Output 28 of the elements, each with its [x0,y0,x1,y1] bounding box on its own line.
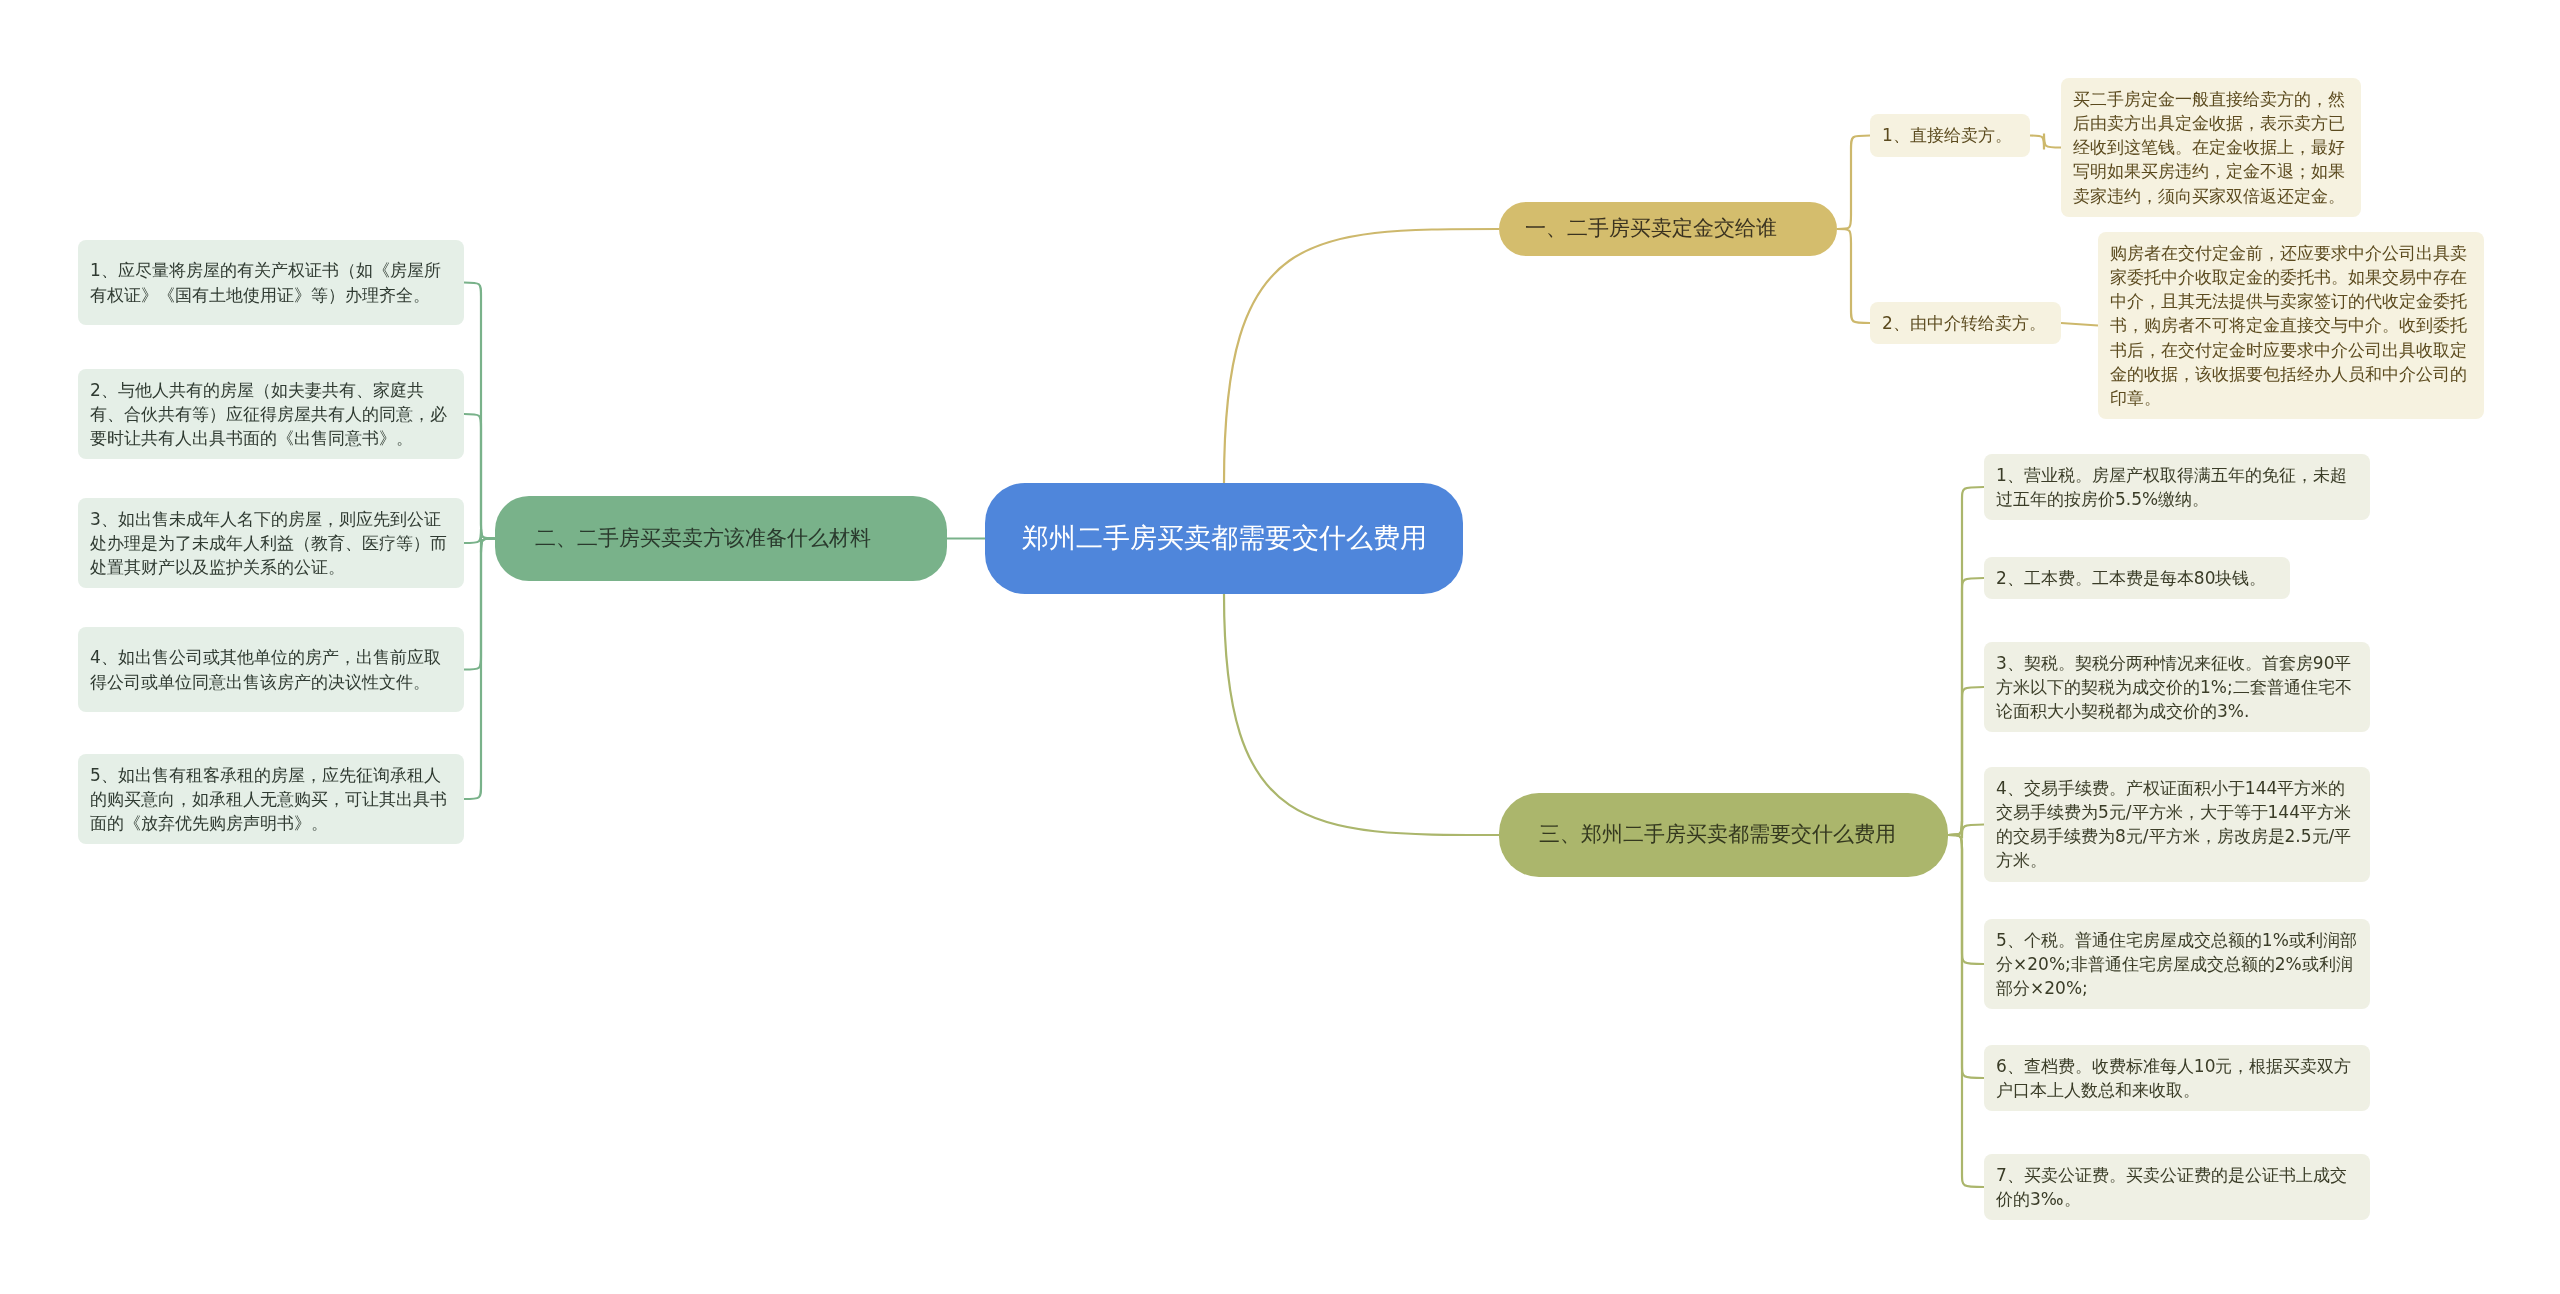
connector-line [2030,132,2061,151]
connector-line [1222,227,1499,484]
subtopic-card: 1、直接给卖方。 [1870,114,2030,157]
connector-line [1948,833,1984,1189]
central-topic: 郑州二手房买卖都需要交什么费用 [985,483,1463,594]
subtopic-card: 2、与他人共有的房屋（如夫妻共有、家庭共有、合伙共有等）应征得房屋共有人的同意，必要时让共有人出具书面的《出售同意书》。 [78,369,464,460]
branch-topic: 二、二手房买卖卖方该准备什么材料 [495,496,947,581]
subtopic-card: 4、交易手续费。产权证面积小于144平方米的交易手续费为5元/平方米，大于等于144平方米的交易手续费为8元/平方米，房改房是2.5元/平方米。 [1984,767,2370,882]
subtopic-card: 购房者在交付定金前，还应要求中介公司出具卖家委托中介收取定金的委托书。如果交易中存在中介，且其无法提供与卖家签订的代收定金委托书，购房者不可将定金直接交与中介。收到委托书后，在交付定金时应要求中介公司出具收取定金的收据，该收据要包括经办人员和中介公司的印章。 [2098,232,2484,419]
subtopic-card: 3、契税。契税分两种情况来征收。首套房90平方米以下的契税为成交价的1%;二套普通住宅不论面积大小契税都为成交价的3%. [1984,642,2370,733]
subtopic-card: 1、应尽量将房屋的有关产权证书（如《房屋所有权证》《国有土地使用证》等）办理齐全。 [78,240,464,325]
connector-line [2060,321,2099,327]
subtopic-card: 6、查档费。收费标准每人10元，根据买卖双方户口本上人数总和来收取。 [1984,1045,2370,1112]
subtopic-card: 5、如出售有租客承租的房屋，应先征询承租人的购买意向，如承租人无意购买，可让其出具书面的《放弃优先购房声明书》。 [78,754,464,845]
branch-topic: 一、二手房买卖定金交给谁 [1499,202,1837,256]
subtopic-card: 3、如出售未成年人名下的房屋，则应先到公证处办理是为了未成年人利益（教育、医疗等）而处置其财产以及监护关系的公证。 [78,498,464,589]
connector-line [1837,227,1870,325]
subtopic-card: 7、买卖公证费。买卖公证费的是公证书上成交价的3‰。 [1984,1154,2370,1221]
subtopic-card: 2、工本费。工本费是每本80块钱。 [1984,557,2290,600]
connector-line [947,537,985,540]
connector-line [464,537,495,801]
subtopic-card: 1、营业税。房屋产权取得满五年的免征，未超过五年的按房价5.5%缴纳。 [1984,454,2370,521]
subtopic-card: 5、个税。普通住宅房屋成交总额的1%或利润部分×20%;非普通住宅房屋成交总额的2%或利润部分×20%; [1984,919,2370,1010]
subtopic-card: 2、由中介转给卖方。 [1870,302,2061,345]
branch-topic: 三、郑州二手房买卖都需要交什么费用 [1499,793,1948,877]
subtopic-card: 买二手房定金一般直接给卖方的，然后由卖方出具定金收据，表示卖方已经收到这笔钱。在定金收据上，最好写明如果买房违约，定金不退；如果卖家违约，须向买家双倍返还定金。 [2061,78,2361,217]
connector-line [1222,593,1499,837]
subtopic-card: 4、如出售公司或其他单位的房产，出售前应取得公司或单位同意出售该房产的决议性文件。 [78,627,464,712]
